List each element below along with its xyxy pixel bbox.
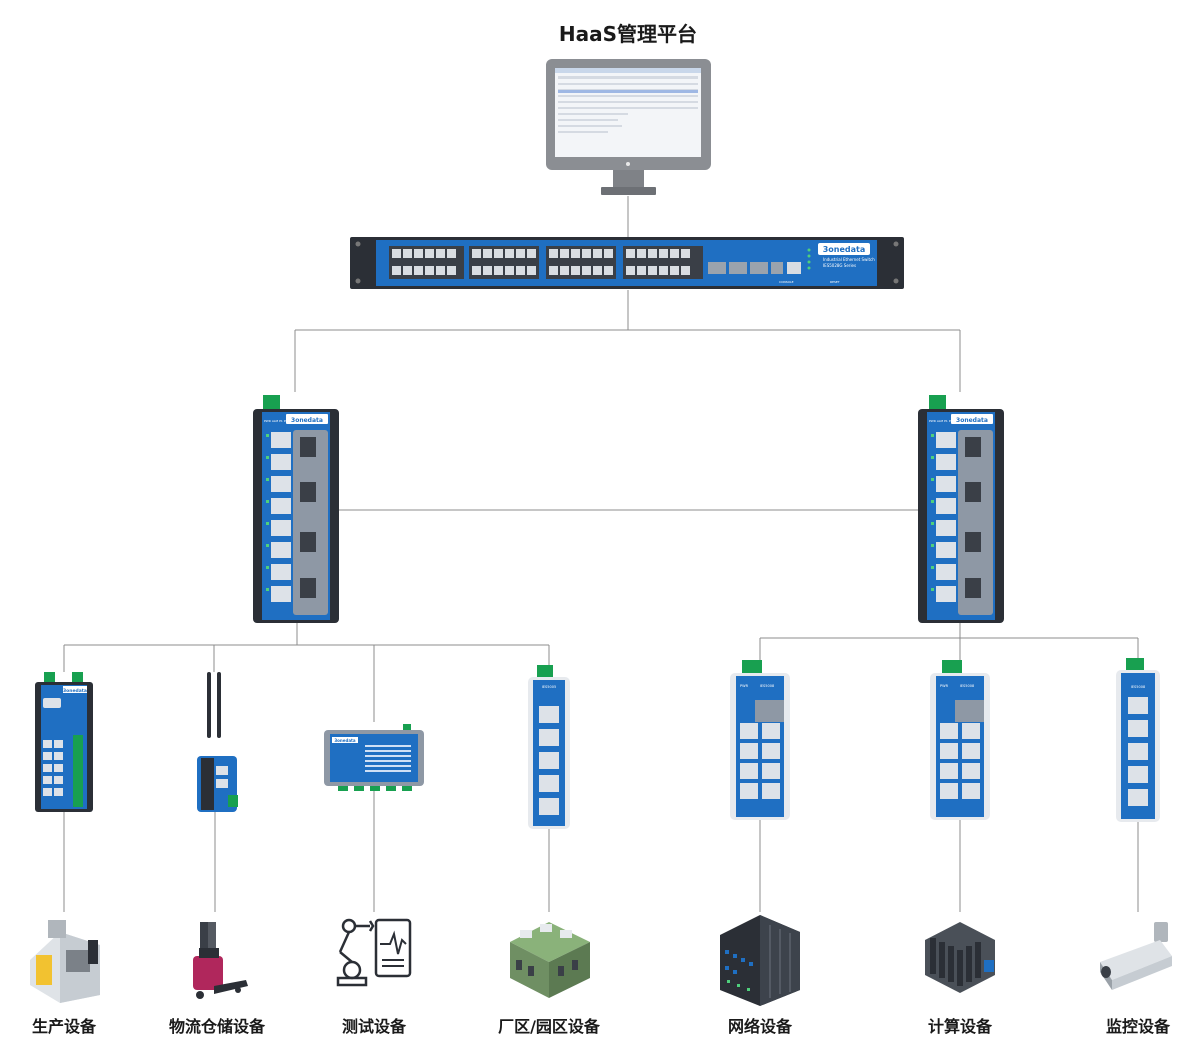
din-switch-1-model: IES5008 [760, 684, 774, 688]
serial-server-brand: 3onedata [334, 738, 356, 743]
device-label-monitoring: 监控设备 [1105, 1017, 1170, 1036]
aggregation-switch-right: 3onedata PWR ALM P1 P2 [918, 395, 1004, 623]
core-switch-brand: 3onedata [823, 245, 866, 254]
edge-din-switch-5port-right: IES5008 [1116, 658, 1160, 822]
surveillance-camera-icon [1100, 922, 1172, 990]
management-monitor [546, 59, 711, 195]
device-label-network: 网络设备 [727, 1017, 792, 1036]
gateway-brand: 3onedata [63, 688, 87, 694]
robot-arm-tester-icon [336, 918, 412, 987]
forklift-icon [193, 922, 248, 999]
edge-din-switch-8port-b: PWR IES5008 [930, 660, 990, 820]
edge-din-switch-5port: IES5005 [528, 665, 570, 829]
agg-right-brand: 3onedata [956, 417, 988, 424]
edge-din-switch-8port-a: PWR IES5008 [730, 660, 790, 820]
cnc-machine-icon [30, 920, 100, 1003]
connection-lines [63, 196, 1139, 912]
core-switch-model-line2: IES5028G Series [823, 263, 856, 268]
din-switch-2-model: IES5008 [960, 684, 974, 688]
device-label-logistics: 物流仓储设备 [168, 1017, 265, 1036]
device-label-campus: 厂区/园区设备 [498, 1017, 600, 1036]
core-switch: 3onedata Industrial Ethernet Switch IES5… [350, 237, 904, 289]
din-a-pwr: PWR [740, 684, 749, 688]
server-rack-icon [720, 915, 800, 1006]
core-switch-model-line1: Industrial Ethernet Switch [823, 257, 875, 262]
agg-left-brand: 3onedata [291, 417, 323, 424]
device-label-production: 生产设备 [31, 1017, 96, 1036]
agg-left-status-labels: PWR ALM P1 P2 [264, 419, 288, 423]
agg-right-status-labels: PWR ALM P1 P2 [929, 419, 953, 423]
core-switch-console-label: CONSOLE [779, 280, 794, 284]
core-switch-reset-label: RESET [830, 280, 840, 284]
plc-rack-icon [925, 922, 995, 993]
edge-4g-router [197, 672, 238, 812]
page-title: HaaS管理平台 [558, 22, 698, 46]
aggregation-switch-left: 3onedata PWR ALM P1 P2 [253, 395, 339, 623]
din-switch-4-model: IES5005 [542, 685, 556, 689]
device-label-testing: 测试设备 [341, 1017, 406, 1036]
edge-serial-server: 3onedata [324, 724, 424, 791]
factory-building-icon [510, 922, 590, 998]
din-b-pwr: PWR [940, 684, 949, 688]
edge-gateway-switch: 3onedata [35, 672, 93, 812]
din-switch-3-model: IES5008 [1131, 685, 1145, 689]
device-label-computing: 计算设备 [927, 1017, 992, 1036]
